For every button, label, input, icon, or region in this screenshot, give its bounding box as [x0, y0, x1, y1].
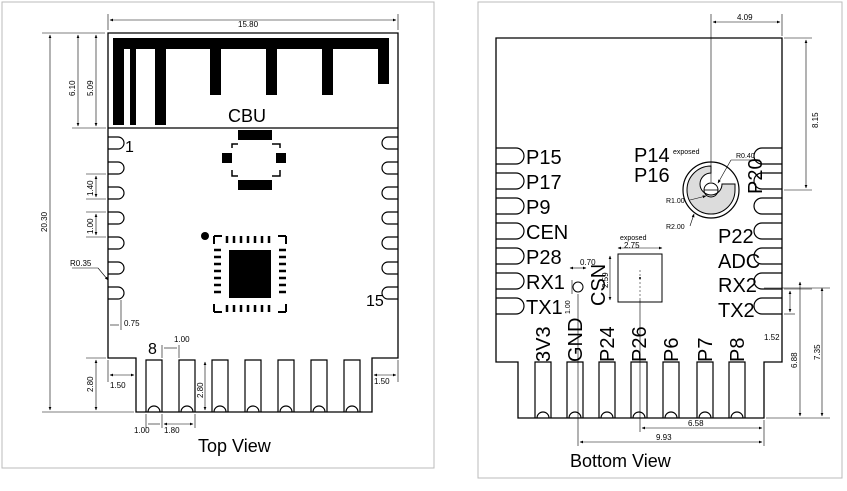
pin-label-right-4: TX2 — [718, 300, 755, 322]
bottom-view-board-outline — [495, 37, 783, 419]
dim-bottom-h1: 6.88 — [790, 352, 799, 368]
bottom-edge-pad-notches — [536, 411, 744, 419]
pin-label-bottom-0: 3V3 — [533, 326, 555, 362]
dim-bottom-w1: 6.58 — [688, 419, 704, 428]
pin-label-bottom-2: P24 — [597, 326, 619, 362]
dim-bottom-slot-r: 2.80 — [196, 382, 205, 398]
pin-label-top-0: P14 — [634, 145, 670, 167]
antenna-trace — [113, 38, 389, 125]
pin-label-right-0: P20 — [745, 158, 767, 194]
dim-bottom-pitch: 1.00 — [174, 335, 190, 344]
top-view-dimensions — [42, 14, 399, 428]
pin-label-left-1: P17 — [526, 172, 562, 194]
pin-label-top-1: P16 — [634, 165, 670, 187]
pin-label-left-2: P9 — [526, 197, 550, 219]
pin-label-right-3: RX2 — [718, 275, 757, 297]
pin-label-left-6: TX1 — [526, 297, 563, 319]
pin-label-left-3: CEN — [526, 222, 568, 244]
dim-pad-height: 2.59 — [601, 272, 610, 288]
dim-via-height: 1.00 — [565, 300, 572, 314]
bottom-view-panel: P15 P17 P9 CEN P28 RX1 TX1 P20 P22 ADC R… — [477, 1, 843, 479]
pin-label-left-0: P15 — [526, 147, 562, 169]
dim-r-big: R2.00 — [666, 224, 685, 231]
top-left-pads — [108, 136, 125, 300]
dim-bottom-pad-gap: 1.80 — [164, 426, 180, 435]
dim-right-margin: 1.50 — [374, 377, 390, 386]
pin-label-bottom-6: P8 — [727, 338, 749, 362]
dim-bottom-pad-w: 1.00 — [134, 426, 150, 435]
pin-label-left-5: RX1 — [526, 272, 565, 294]
exposed-label-square: exposed — [620, 235, 647, 242]
pin-label-bottom-4: P6 — [661, 338, 683, 362]
pin-label-bottom-5: P7 — [695, 338, 717, 362]
bottom-left-pads — [496, 147, 525, 315]
pin-8-label: 8 — [148, 341, 157, 358]
pin-label-left-4: P28 — [526, 247, 562, 269]
qfn-chip — [201, 232, 287, 313]
dim-pin-pitch: 1.52 — [764, 333, 780, 342]
crystal-component — [222, 130, 286, 190]
bottom-edge-pads — [534, 361, 746, 418]
pin-1-label: 1 — [125, 139, 134, 156]
dim-edge: 0.75 — [124, 319, 140, 328]
top-view-caption: Top View — [198, 436, 272, 456]
dim-bottom-slot: 2.80 — [86, 376, 95, 392]
dim-via-width: 0.70 — [580, 258, 596, 267]
dim-r-mid: R1.00 — [666, 198, 685, 205]
bottom-view-caption: Bottom View — [570, 451, 672, 471]
pin-label-right-2: ADC — [718, 251, 760, 273]
top-view-board-outline — [107, 32, 399, 413]
bottom-view-dimensions — [569, 14, 830, 446]
dim-antenna-outer: 6.10 — [68, 80, 77, 96]
dim-bottom-h2: 7.35 — [813, 344, 822, 360]
top-view-panel: CBU — [1, 1, 435, 469]
small-via — [572, 281, 584, 293]
dim-pitch: 1.40 — [86, 180, 95, 196]
dim-left-margin: 1.50 — [110, 381, 126, 390]
dim-radius: R0.35 — [70, 259, 92, 268]
csn-label: CSN — [588, 264, 610, 306]
top-right-pads — [381, 136, 398, 300]
dim-r-small: R0.40 — [736, 153, 755, 160]
pin-15-label: 15 — [366, 293, 384, 310]
bottom-view-frame — [477, 1, 843, 479]
top-bottom-pad-notches — [147, 405, 359, 413]
bottom-right-pads — [753, 147, 782, 315]
dim-top-offset: 4.09 — [737, 13, 753, 22]
dim-width: 15.80 — [238, 20, 259, 29]
exposed-label-round: exposed — [673, 149, 700, 156]
dim-antenna-inner: 5.09 — [86, 80, 95, 96]
pin-label-bottom-1: GND — [565, 318, 587, 362]
top-view-frame — [1, 1, 435, 469]
dim-height: 20.30 — [40, 211, 49, 232]
dim-right-height: 8.15 — [811, 112, 820, 128]
dim-pad-len: 1.00 — [86, 218, 95, 234]
top-bottom-pads — [145, 359, 361, 412]
dim-bottom-w2: 9.93 — [656, 433, 672, 442]
chip-label: CBU — [228, 106, 266, 126]
dim-pad-width: 2.75 — [624, 241, 640, 250]
antenna-bar — [130, 49, 136, 125]
pin-label-right-1: P22 — [718, 226, 754, 248]
